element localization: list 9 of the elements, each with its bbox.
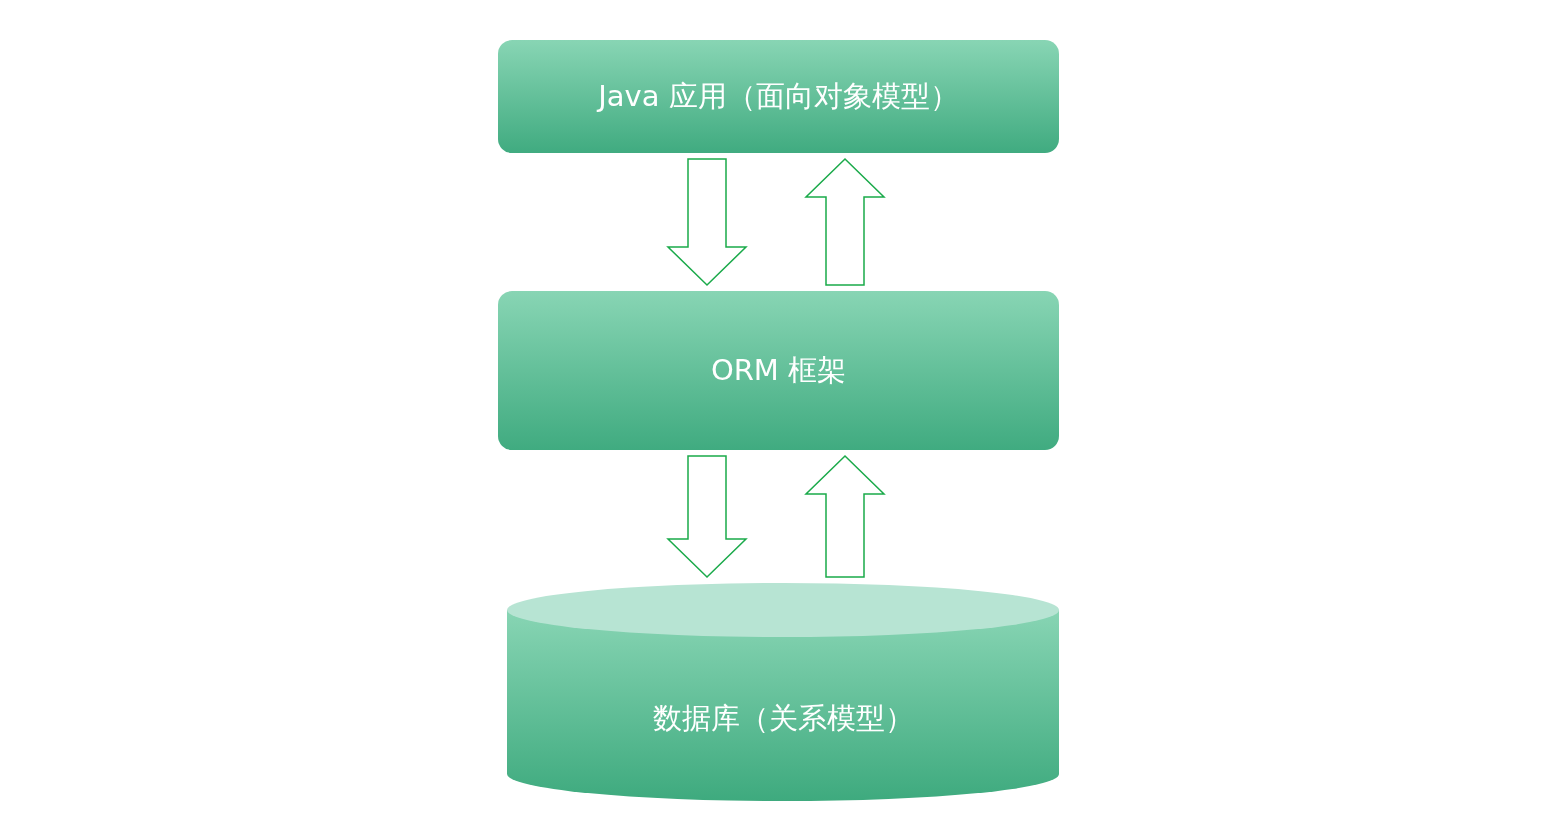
hollow-arrow (804, 454, 886, 578)
process-box (498, 40, 1059, 153)
node-label: ORM 框架 (710, 351, 847, 389)
process-box (498, 291, 1059, 450)
node-label: Java 应用（面向对象模型） (598, 77, 959, 115)
node-label: 数据库（关系模型） (652, 700, 914, 737)
hollow-arrow (666, 455, 748, 579)
hollow-arrow (666, 158, 748, 287)
hollow-arrow (804, 157, 886, 286)
